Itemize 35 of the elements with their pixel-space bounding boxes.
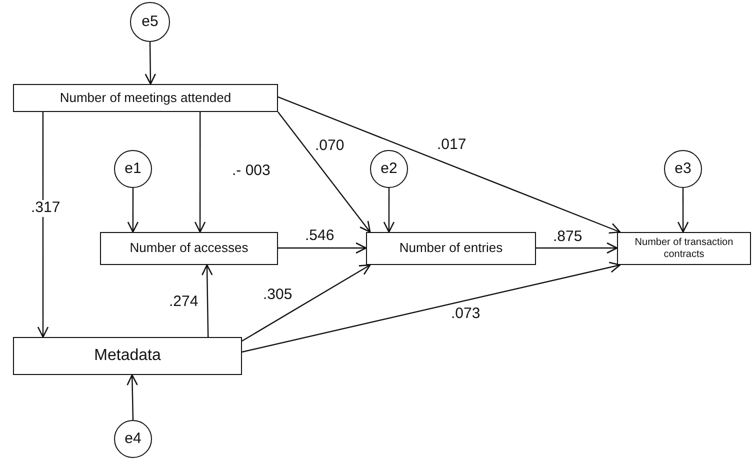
variable-label: Number of entries	[399, 241, 503, 256]
arrow	[677, 188, 689, 233]
error-term-circle	[370, 150, 408, 188]
variable-label: Metadata	[94, 346, 161, 366]
variable-label: Number of accesses	[130, 241, 248, 256]
error-term-label: e4	[124, 430, 142, 448]
arrow	[194, 112, 206, 233]
arrow	[242, 264, 371, 342]
variable-box	[13, 84, 278, 112]
error-term-circle	[114, 420, 152, 458]
arrow	[278, 96, 621, 234]
error-term-label: e3	[674, 160, 692, 178]
arrow	[144, 42, 156, 85]
error-term-circle	[114, 150, 152, 188]
error-term-label: e5	[142, 13, 158, 31]
variable-box	[13, 337, 242, 375]
error-term-circle	[130, 2, 170, 42]
arrow	[242, 262, 621, 353]
variable-box	[617, 232, 751, 265]
arrow	[201, 264, 213, 338]
arrow	[536, 242, 618, 254]
variable-label: Number of transaction contracts	[634, 237, 734, 260]
arrow	[278, 112, 371, 233]
variable-label: Number of meetings attended	[60, 90, 232, 106]
error-term-label: e2	[380, 160, 398, 178]
arrow	[126, 374, 138, 420]
arrow	[383, 188, 395, 233]
arrow	[127, 188, 139, 233]
error-term-circle	[664, 150, 702, 188]
arrow	[278, 242, 367, 254]
arrow	[37, 112, 49, 338]
variable-box	[100, 232, 278, 265]
error-term-label: e1	[124, 160, 142, 178]
variable-box	[366, 232, 536, 265]
edge-label: .317	[30, 200, 62, 216]
